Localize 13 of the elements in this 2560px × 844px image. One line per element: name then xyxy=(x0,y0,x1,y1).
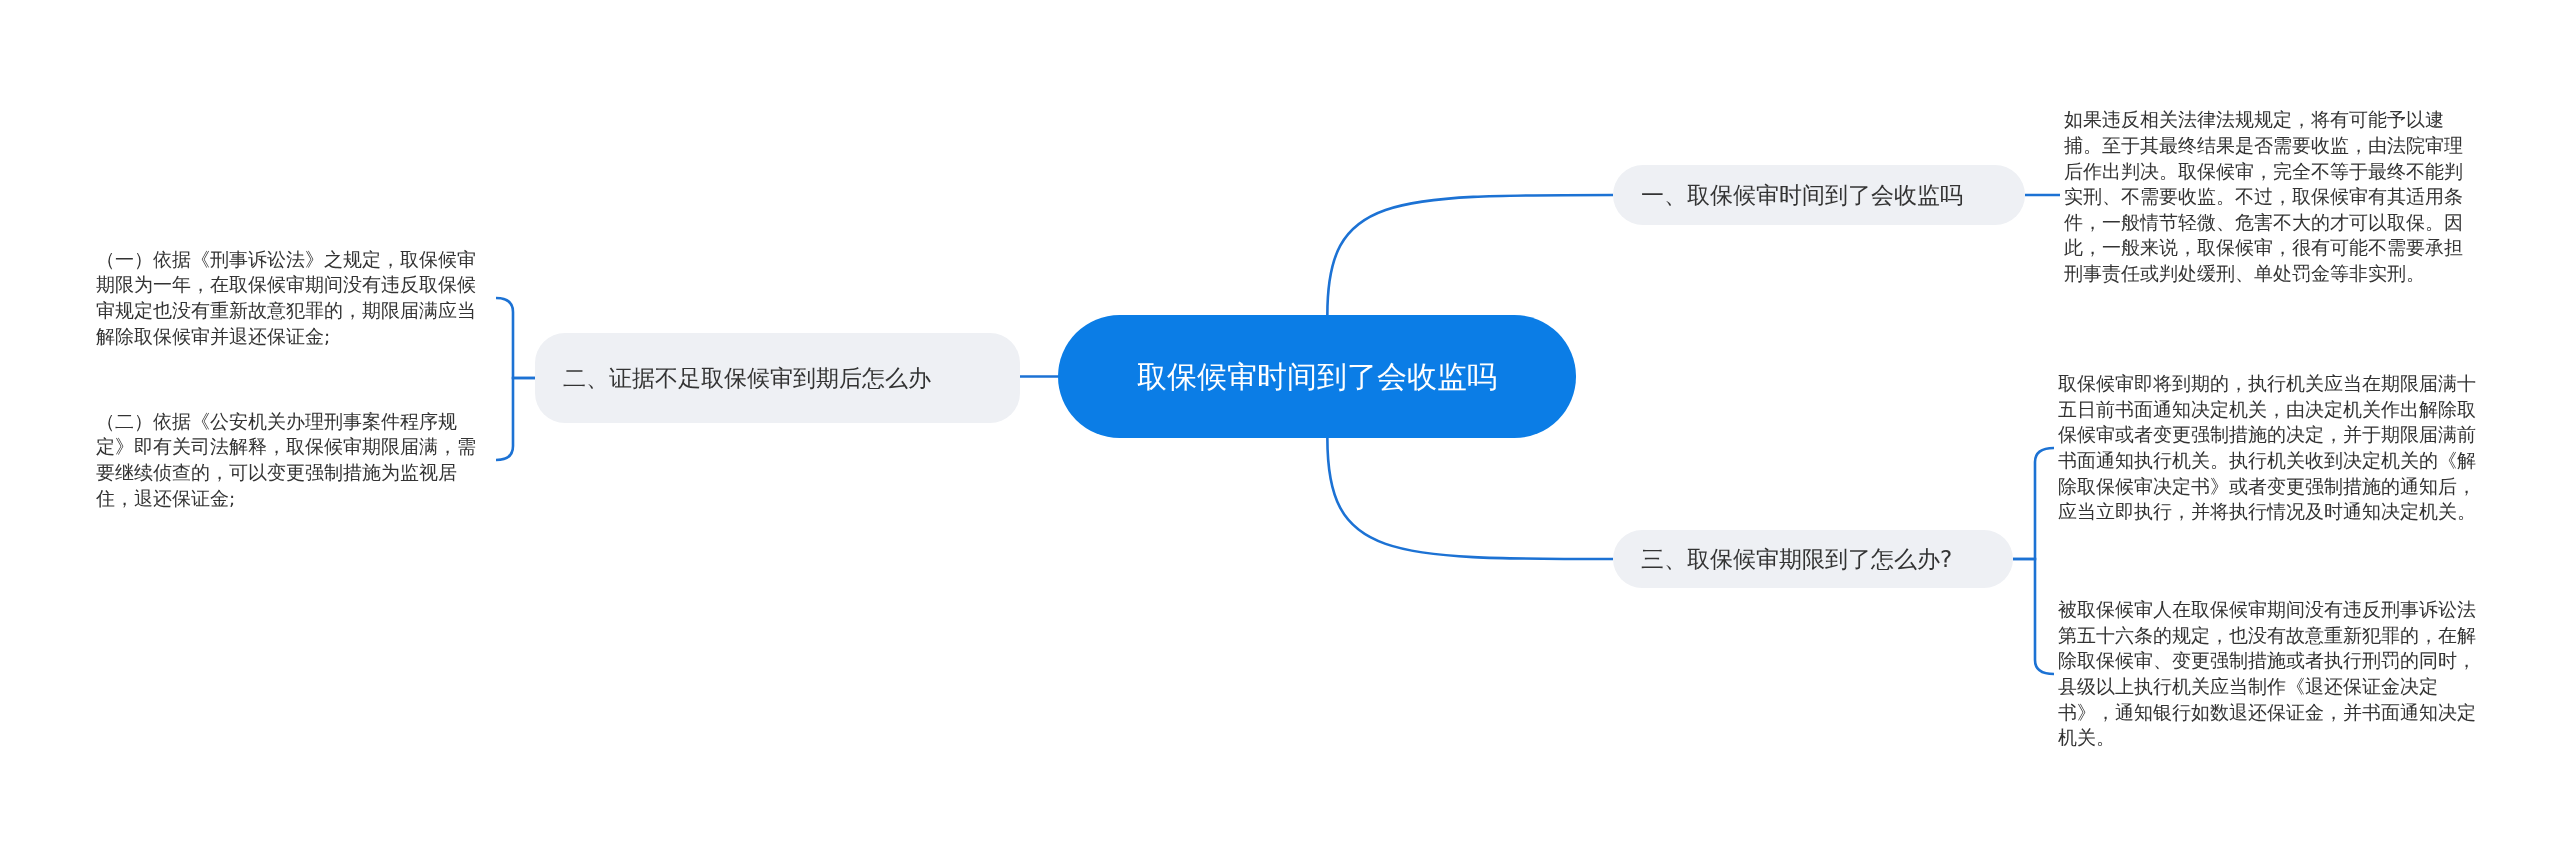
connector-line xyxy=(1326,193,1613,316)
detail-text: （二）依据《公安机关办理刑事案件程序规定》即有关司法解释，取保候审期限届满，需要继续侦查的，可以变更强制措施为监视居住，退还保证金; xyxy=(92,408,496,512)
detail-text: 如果违反相关法律法规规定，将有可能予以逮捕。至于其最终结果是否需要收监，由法院审理后作出判决。取保候审，完全不等于最终不能判实刑、不需要收监。不过，取保候审有其适用条件，一般情节轻微、危害不大的才可以取保。因此，一般来说，取保候审，很有可能不需要承担刑事责任或判处缓刑、单处罚金等非实刑。 xyxy=(2060,92,2480,302)
topic-pill: 三、取保候审期限到了怎么办? xyxy=(1613,530,2013,588)
topic-pill: 二、证据不足取保候审到期后怎么办 xyxy=(535,333,1020,423)
topic-pill: 一、取保候审时间到了会收监吗 xyxy=(1613,165,2025,225)
connector-line xyxy=(2025,193,2060,197)
central-topic: 取保候审时间到了会收监吗 xyxy=(1058,315,1576,438)
detail-text: 被取保候审人在取保候审期间没有违反刑事诉讼法第五十六条的规定，也没有故意重新犯罪的，在解除取保候审、变更强制措施或者执行刑罚的同时，县级以上执行机关应当制作《退还保证金决定书》，通知银行如数退还保证金，并书面通知决定机关。 xyxy=(2054,594,2484,754)
detail-text: （一）依据《刑事诉讼法》之规定，取保候审期限为一年，在取保候审期间没有违反取保候审规定也没有重新故意犯罪的，期限届满应当解除取保候审并退还保证金; xyxy=(92,247,496,349)
connector-line xyxy=(1326,437,1613,561)
detail-text: 取保候审即将到期的，执行机关应当在期限届满十五日前书面通知决定机关，由决定机关作出解除取保候审或者变更强制措施的决定，并于期限届满前书面通知执行机关。执行机关收到决定机关的《解除取保候审决定书》或者变更强制措施的通知后，应当立即执行，并将执行情况及时通知决定机关。 xyxy=(2054,356,2484,540)
connector-line xyxy=(1020,375,1058,378)
